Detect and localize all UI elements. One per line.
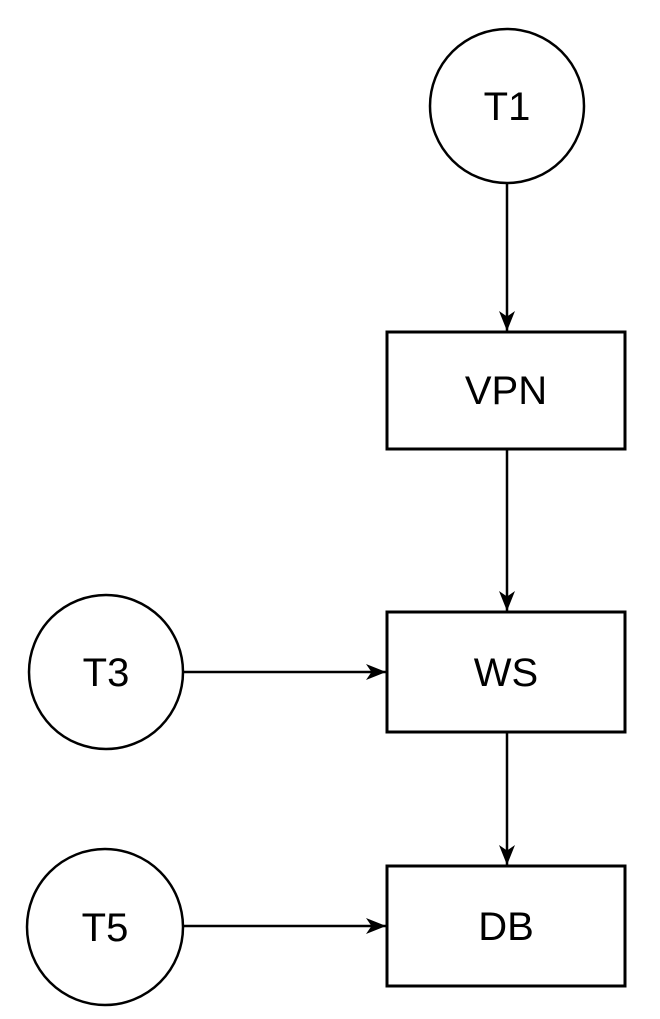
- node-ws-label: WS: [474, 651, 538, 695]
- node-t1-circle: [428, 27, 586, 185]
- node-t5-circle: [25, 847, 185, 1007]
- node-db-rect: [385, 864, 627, 988]
- node-t3-label: T3: [83, 651, 130, 695]
- node-t3-circle: [27, 593, 185, 751]
- node-vpn-rect: [385, 330, 627, 451]
- node-ws-rect: [385, 610, 627, 734]
- node-vpn-label: VPN: [465, 369, 547, 413]
- node-t5-label: T5: [82, 906, 129, 950]
- node-db-label: DB: [478, 905, 534, 949]
- node-t1-label: T1: [484, 85, 531, 129]
